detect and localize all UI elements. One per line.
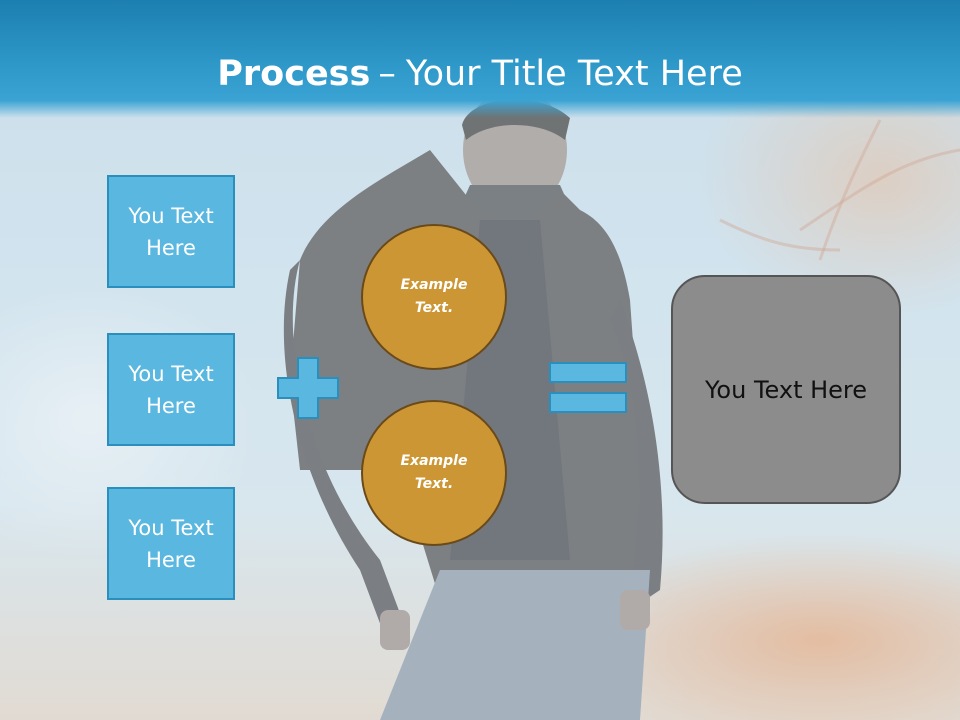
input-box-label: You Text Here [128, 203, 214, 260]
title-bar [0, 0, 960, 118]
plus-icon [277, 357, 339, 419]
title-rest: Your Title Text Here [405, 54, 743, 94]
title-bold: Process [217, 54, 371, 94]
input-box-label: You Text Here [128, 361, 214, 418]
input-box-label: You Text Here [128, 515, 214, 572]
input-box-3[interactable]: You Text Here [107, 487, 235, 600]
input-box-1[interactable]: You Text Here [107, 175, 235, 288]
result-box[interactable]: You Text Here [671, 275, 901, 504]
circle-label: Example Text. [400, 277, 468, 316]
branch-lines [719, 119, 960, 261]
title-separator: – [378, 54, 396, 94]
example-circle-1[interactable]: Example Text. [361, 224, 507, 370]
input-box-2[interactable]: You Text Here [107, 333, 235, 446]
result-label: You Text Here [704, 375, 868, 404]
example-circle-2[interactable]: Example Text. [361, 400, 507, 546]
slide-title: Process–Your Title Text Here [0, 52, 960, 96]
equals-icon [549, 362, 627, 413]
circle-label: Example Text. [400, 453, 468, 492]
